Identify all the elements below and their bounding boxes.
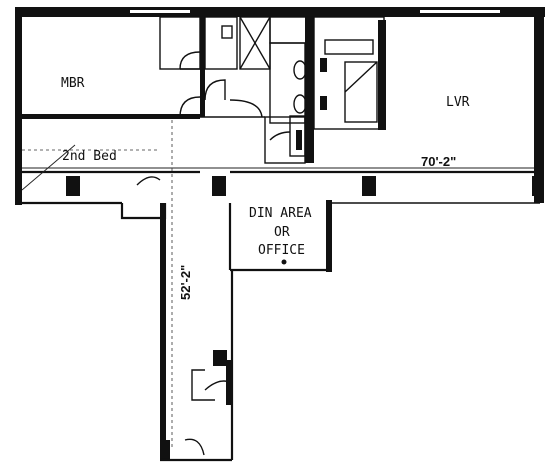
room-label-2nd-bed: 2nd Bed (62, 149, 117, 164)
room-label-din-area: DIN AREA (249, 206, 312, 221)
interior-walls (22, 16, 386, 174)
room-label-office: OFFICE (258, 243, 305, 258)
dimension-width-label: 70'-2" (421, 154, 456, 169)
marker-dot (281, 259, 287, 265)
dimension-lines (21, 120, 534, 450)
room-label-lvr: LVR (446, 95, 470, 110)
room-label-mbr: MBR (61, 76, 85, 91)
exterior-walls (15, 7, 545, 205)
room-label-or: OR (274, 225, 290, 240)
corridor-walls (120, 200, 332, 462)
dimension-length-label: 52'-2" (178, 265, 193, 300)
